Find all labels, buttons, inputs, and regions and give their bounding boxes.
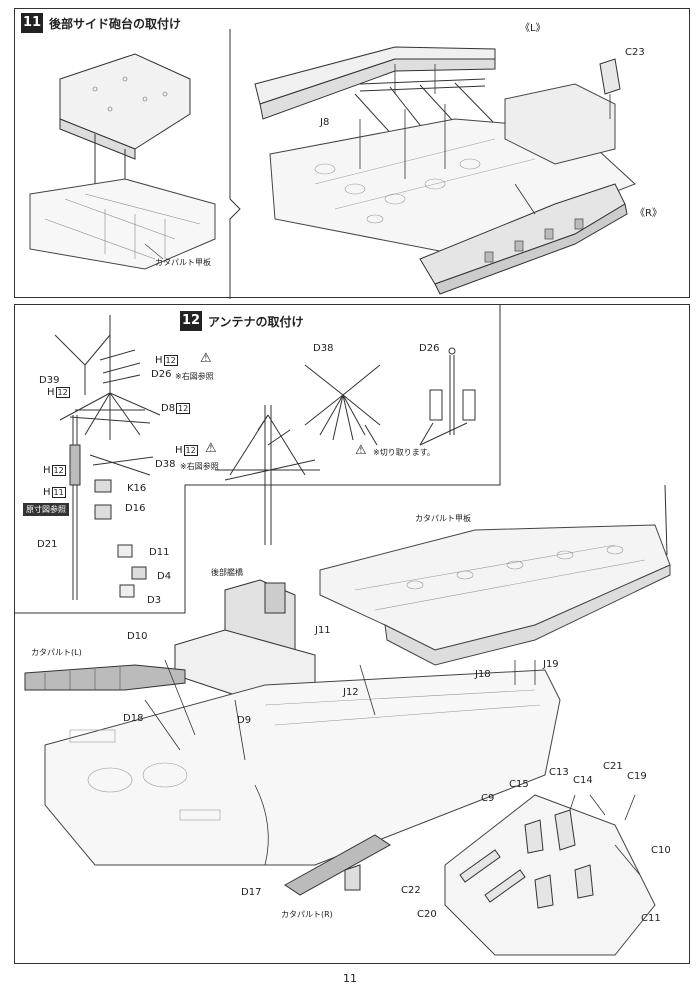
ref-tag: 原寸図参照 (23, 503, 69, 516)
label-H12-top-text: H (155, 355, 163, 366)
label-catapult-L: カタパルト(L) (31, 648, 82, 657)
warning-icon-2: ⚠ (205, 441, 217, 456)
label-D39: D39 (39, 375, 60, 386)
label-H11-box: 11 (51, 487, 66, 498)
label-H12-d-box: 12 (51, 465, 66, 476)
label-D38-note: ※右図参照 (180, 462, 219, 471)
label-C20: C20 (417, 909, 437, 920)
label-D8: D8 (161, 403, 176, 414)
page-number: 11 (343, 972, 357, 985)
label-H12-c-box: 12 (183, 445, 198, 456)
label-C14: C14 (573, 775, 593, 786)
label-C11: C11 (641, 913, 661, 924)
label-D11: D11 (149, 547, 170, 558)
label-D16: D16 (125, 503, 146, 514)
step-12-header: 12 アンテナの取付け (180, 311, 304, 331)
step-12-title: アンテナの取付け (208, 314, 304, 329)
step-12-panel: 12 アンテナの取付け (14, 304, 690, 964)
label-C19: C19 (627, 771, 647, 782)
label-D18: D18 (123, 713, 144, 724)
label-H12-a-box: 12 (55, 387, 70, 398)
label-C15: C15 (509, 779, 529, 790)
label-J11: J11 (315, 625, 331, 636)
label-K16: K16 (127, 483, 147, 494)
label-H12-top-box: 12 (163, 355, 178, 366)
label-H11-text: H (43, 487, 51, 498)
step-11-number: 11 (21, 13, 43, 33)
label-H12-b: 12 (175, 403, 191, 414)
warning-icon-3: ⚠ (355, 443, 367, 458)
label-D4: D4 (157, 571, 172, 582)
label-D21: D21 (37, 539, 58, 550)
label-J12: J12 (343, 687, 359, 698)
label-J8: J8 (320, 117, 330, 128)
label-D9: D9 (237, 715, 252, 726)
label-L: 《L》 (520, 23, 546, 34)
label-catapult-R: カタパルト(R) (281, 910, 333, 919)
step-11-header: 11 後部サイド砲台の取付け (21, 13, 181, 33)
label-D26-note: ※右図参照 (175, 372, 214, 381)
label-J18: J18 (475, 669, 491, 680)
label-C23: C23 (625, 47, 645, 58)
label-D26: D26 (151, 369, 172, 380)
label-H12-b-box: 12 (176, 403, 191, 414)
step-11-illustration (29, 29, 636, 299)
step-11-panel: 11 後部サイド砲台の取付け (14, 8, 690, 299)
label-C13: C13 (549, 767, 569, 778)
label-C10: C10 (651, 845, 671, 856)
label-catapult-deck-12: カタパルト甲板 (415, 514, 471, 523)
label-D10: D10 (127, 631, 148, 642)
label-C9: C9 (481, 793, 495, 804)
label-H12-d-text: H (43, 465, 51, 476)
label-C22: C22 (401, 885, 421, 896)
step-12-number: 12 (180, 311, 202, 331)
label-detail-D26: D26 (419, 343, 440, 354)
label-rear-bridge: 後部艦橋 (211, 568, 243, 577)
warning-icon-1: ⚠ (200, 351, 212, 366)
label-R: 《R》 (635, 208, 662, 219)
step-12-illustration (15, 305, 671, 956)
label-D3: D3 (147, 595, 162, 606)
label-H12-a-text: H (47, 387, 55, 398)
label-detail-D38: D38 (313, 343, 334, 354)
label-D38: D38 (155, 459, 176, 470)
label-C21: C21 (603, 761, 623, 772)
label-catapult-deck-11: カタパルト甲板 (155, 258, 211, 267)
label-H12-c-text: H (175, 445, 183, 456)
label-cut-note: ※切り取ります。 (373, 448, 435, 457)
label-J19: J19 (543, 659, 559, 670)
step-11-title: 後部サイド砲台の取付け (49, 16, 182, 31)
label-D17: D17 (241, 887, 262, 898)
